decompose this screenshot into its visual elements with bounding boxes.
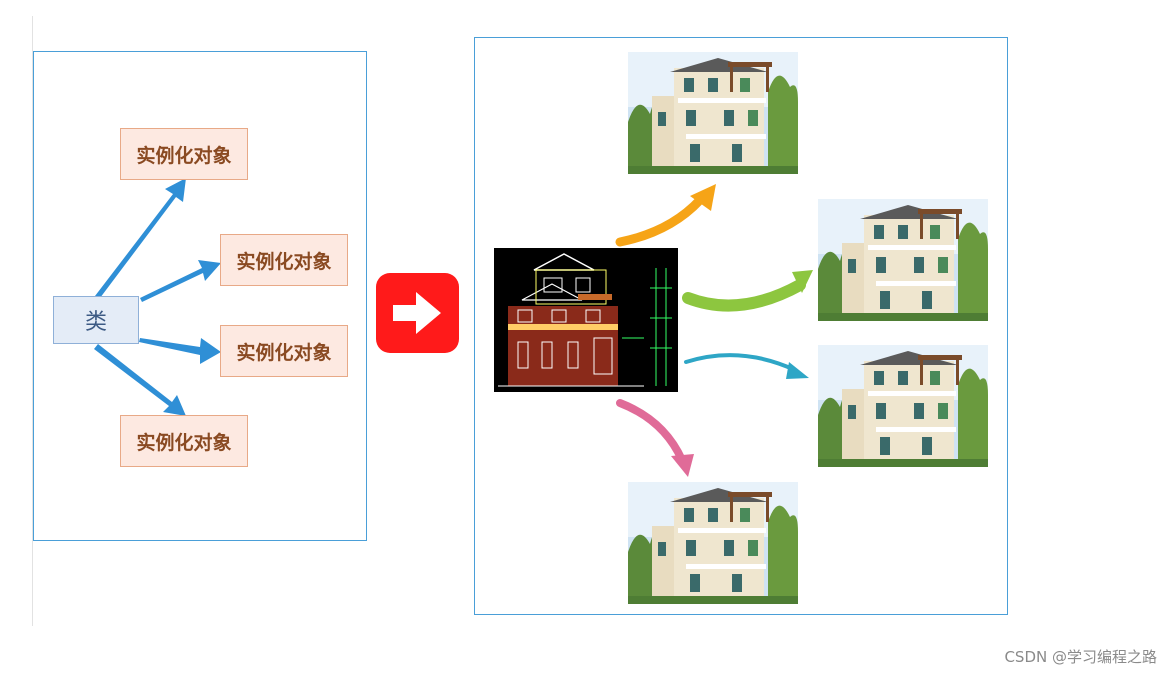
villa-photo-icon <box>818 199 988 321</box>
arrow-to-villa-2 <box>682 279 806 312</box>
villa-photo-icon <box>628 52 798 174</box>
arrow-head-villa-4 <box>671 454 694 477</box>
arrow-to-object-3 <box>139 338 221 364</box>
arrow-head-villa-2 <box>792 270 813 293</box>
object-box-3: 实例化对象 <box>220 325 348 377</box>
arrow-to-object-1 <box>95 178 186 298</box>
villa-photo-icon <box>628 482 798 604</box>
house-blueprint-icon <box>494 248 678 392</box>
right-arrow-icon <box>393 292 441 334</box>
class-box: 类 <box>53 296 139 344</box>
object-box-1: 实例化对象 <box>120 128 248 180</box>
arrow-to-villa-3 <box>684 353 797 372</box>
page-divider-line <box>32 16 33 626</box>
arrow-to-villa-1 <box>615 195 705 247</box>
left-arrows <box>94 178 221 416</box>
arrow-head-villa-3 <box>786 362 809 379</box>
villa-photo-icon <box>818 345 988 467</box>
object-box-2: 实例化对象 <box>220 234 348 286</box>
watermark: CSDN @学习编程之路 <box>1004 648 1157 666</box>
arrow-to-object-2 <box>140 260 221 302</box>
arrow-head-villa-1 <box>690 184 716 211</box>
arrow-to-object-4 <box>94 344 186 416</box>
object-box-4: 实例化对象 <box>120 415 248 467</box>
arrow-to-villa-4 <box>616 399 686 464</box>
